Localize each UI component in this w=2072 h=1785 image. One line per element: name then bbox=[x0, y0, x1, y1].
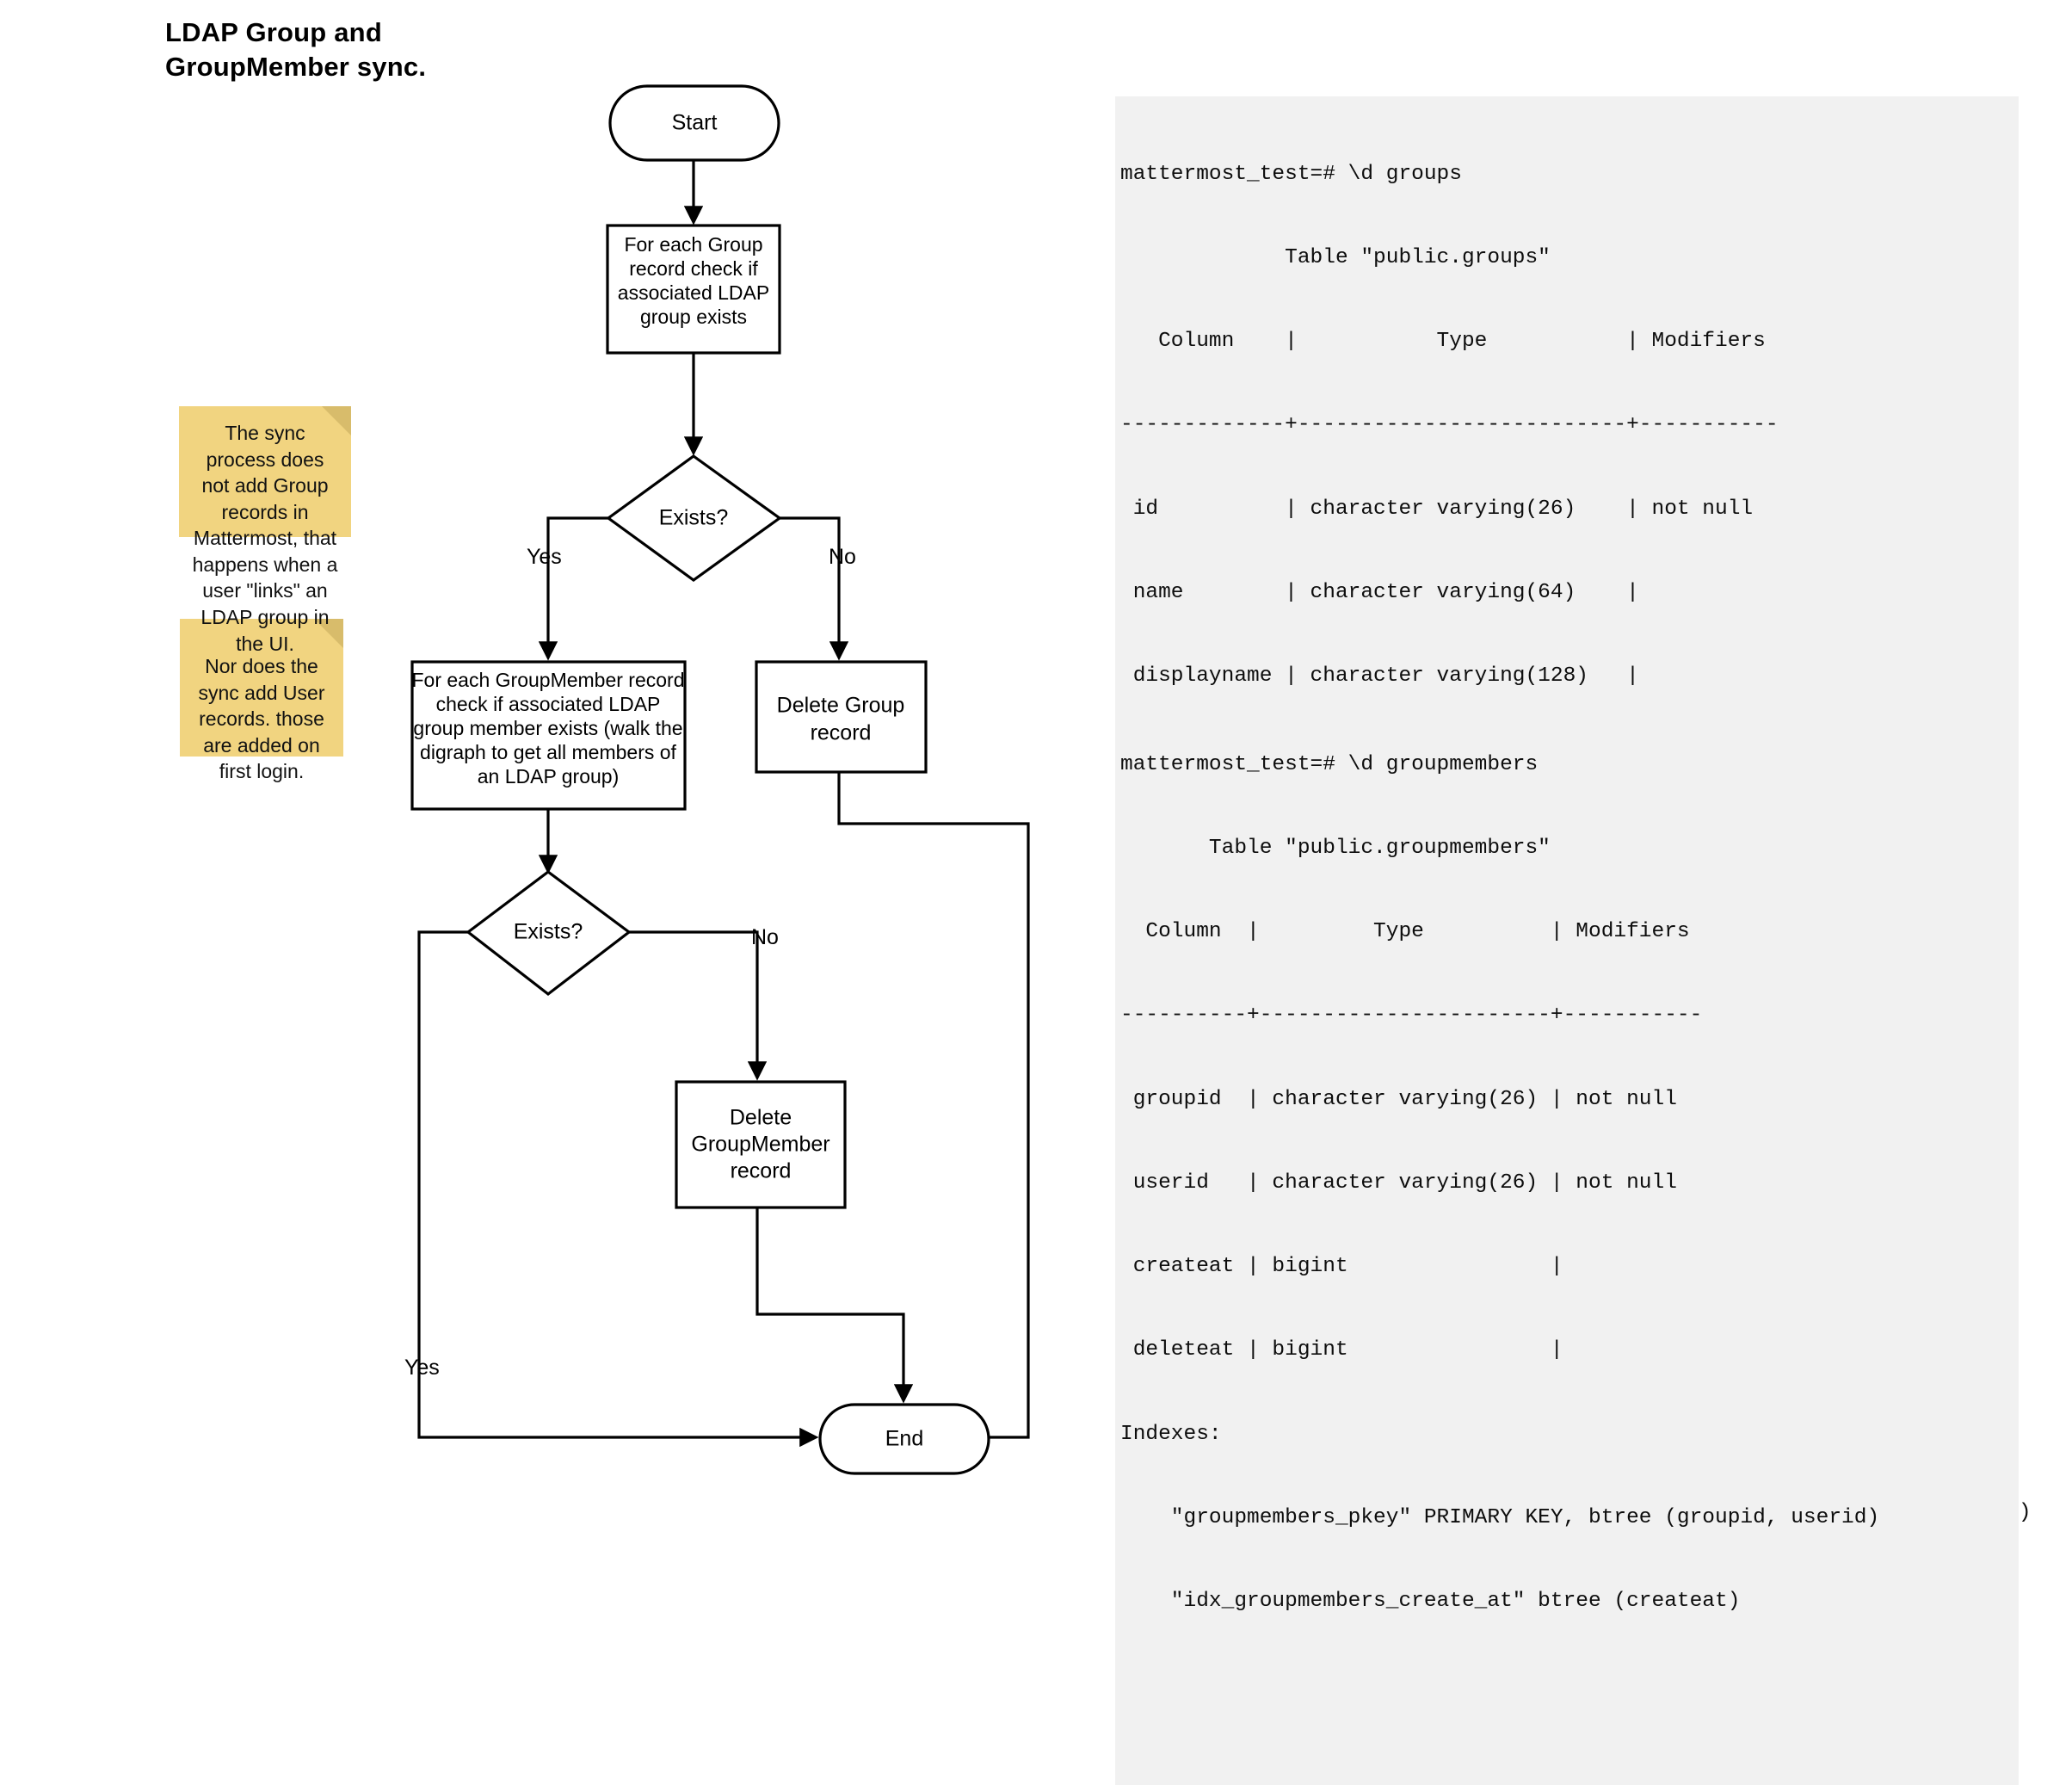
node-exists-decision-1[interactable]: Exists? bbox=[606, 454, 782, 582]
node-for-each-groupmember[interactable]: For each GroupMember record check if ass… bbox=[410, 660, 687, 811]
terminal-line: createat | bigint | bbox=[1120, 1255, 1563, 1279]
node-for-each-group-line-1: For each Group bbox=[624, 233, 762, 256]
edge-label-exists1-yes: Yes bbox=[527, 545, 562, 569]
node-delete-groupmember-line-2: GroupMember bbox=[691, 1133, 829, 1157]
node-exists-decision-2-label: Exists? bbox=[514, 920, 583, 944]
edge-deletegroup-to-end bbox=[837, 772, 1030, 1448]
node-start[interactable]: Start bbox=[608, 84, 780, 162]
page-title: LDAP Group and GroupMember sync. bbox=[165, 15, 527, 83]
node-start-label: Start bbox=[672, 111, 718, 135]
node-exists-decision-2[interactable]: Exists? bbox=[466, 870, 632, 997]
edge-deletegroupmember-to-end bbox=[755, 1208, 914, 1404]
terminal-line: -------------+--------------------------… bbox=[1120, 413, 1779, 437]
edge-label-exists2-yes: Yes bbox=[404, 1356, 440, 1380]
node-for-each-groupmember-line-4: digraph to get all members of bbox=[420, 741, 676, 763]
terminal-line: id | character varying(26) | not null bbox=[1120, 497, 1754, 521]
sticky-note-sync-group: The sync process does not add Group reco… bbox=[179, 406, 351, 655]
terminal-line: deleteat | bigint | bbox=[1120, 1338, 1563, 1362]
edge-exists2-no bbox=[629, 930, 768, 1081]
node-delete-group-line-1: Delete Group bbox=[777, 694, 905, 718]
edge-exists1-yes bbox=[538, 516, 608, 661]
terminal-line: mattermost_test=# \d groupmembers bbox=[1120, 752, 1539, 776]
node-for-each-group-line-4: group exists bbox=[640, 306, 747, 328]
terminal-line: "groupmembers_pkey" PRIMARY KEY, btree (… bbox=[1120, 1505, 1880, 1529]
sticky-note-sync-group-text: The sync process does not add Group reco… bbox=[192, 422, 338, 655]
node-delete-group-line-2: record bbox=[811, 721, 872, 745]
node-delete-groupmember[interactable]: Delete GroupMember record bbox=[675, 1080, 847, 1209]
page-title-line-1: LDAP Group and bbox=[165, 17, 382, 47]
terminal-line: Column | Type | Modifiers bbox=[1120, 920, 1690, 944]
node-for-each-groupmember-line-5: an LDAP group) bbox=[478, 765, 620, 788]
node-for-each-group-line-3: associated LDAP bbox=[618, 281, 769, 304]
edge-exists2-yes bbox=[417, 930, 819, 1448]
node-exists-decision-1-label: Exists? bbox=[659, 506, 729, 530]
terminal-line: displayname | character varying(128) | bbox=[1120, 664, 1639, 689]
terminal-line: Table "public.groupmembers" bbox=[1120, 837, 1551, 861]
terminal-line: Indexes: bbox=[1120, 1422, 1222, 1446]
node-delete-groupmember-line-1: Delete bbox=[730, 1106, 792, 1130]
node-end-label: End bbox=[885, 1427, 923, 1451]
page-title-line-2: GroupMember sync. bbox=[165, 51, 427, 82]
node-for-each-groupmember-line-1: For each GroupMember record bbox=[411, 669, 684, 691]
edge-exists1-no bbox=[780, 516, 849, 661]
edge-label-exists1-no: No bbox=[829, 545, 856, 569]
sticky-note-sync-user: Nor does the sync add User records. thos… bbox=[180, 619, 343, 782]
node-end[interactable]: End bbox=[818, 1403, 990, 1475]
terminal-line: groupid | character varying(26) | not nu… bbox=[1120, 1087, 1677, 1111]
page-root: LDAP Group and GroupMember sync. bbox=[165, 15, 2032, 1785]
node-for-each-groupmember-line-2: check if associated LDAP bbox=[436, 693, 661, 715]
edge-label-exists2-no: No bbox=[751, 925, 779, 949]
terminal-line: ----------+-----------------------+-----… bbox=[1120, 1004, 1703, 1028]
terminal-line: "idx_groupmembers_create_at" btree (crea… bbox=[1120, 1590, 1741, 1613]
terminal-output-groupmembers: mattermost_test=# \d groupmembers Table … bbox=[1115, 687, 2019, 1698]
terminal-line: userid | character varying(26) | not nul… bbox=[1120, 1170, 1677, 1195]
terminal-line: name | character varying(64) | bbox=[1120, 580, 1639, 604]
node-delete-groupmember-line-3: record bbox=[731, 1159, 792, 1183]
terminal-line: Table "public.groups" bbox=[1120, 246, 1551, 270]
terminal-line: mattermost_test=# \d groups bbox=[1120, 162, 1462, 186]
flowchart: Start For each Group record check if ass… bbox=[404, 84, 1030, 1475]
sticky-note-sync-user-text: Nor does the sync add User records. thos… bbox=[198, 655, 325, 783]
node-for-each-group[interactable]: For each Group record check if associate… bbox=[606, 224, 781, 355]
node-for-each-group-line-2: record check if bbox=[629, 257, 758, 280]
node-delete-group[interactable]: Delete Group record bbox=[755, 660, 928, 774]
terminal-line: Column | Type | Modifiers bbox=[1120, 330, 1766, 354]
node-for-each-groupmember-line-3: group member exists (walk the bbox=[413, 717, 682, 739]
